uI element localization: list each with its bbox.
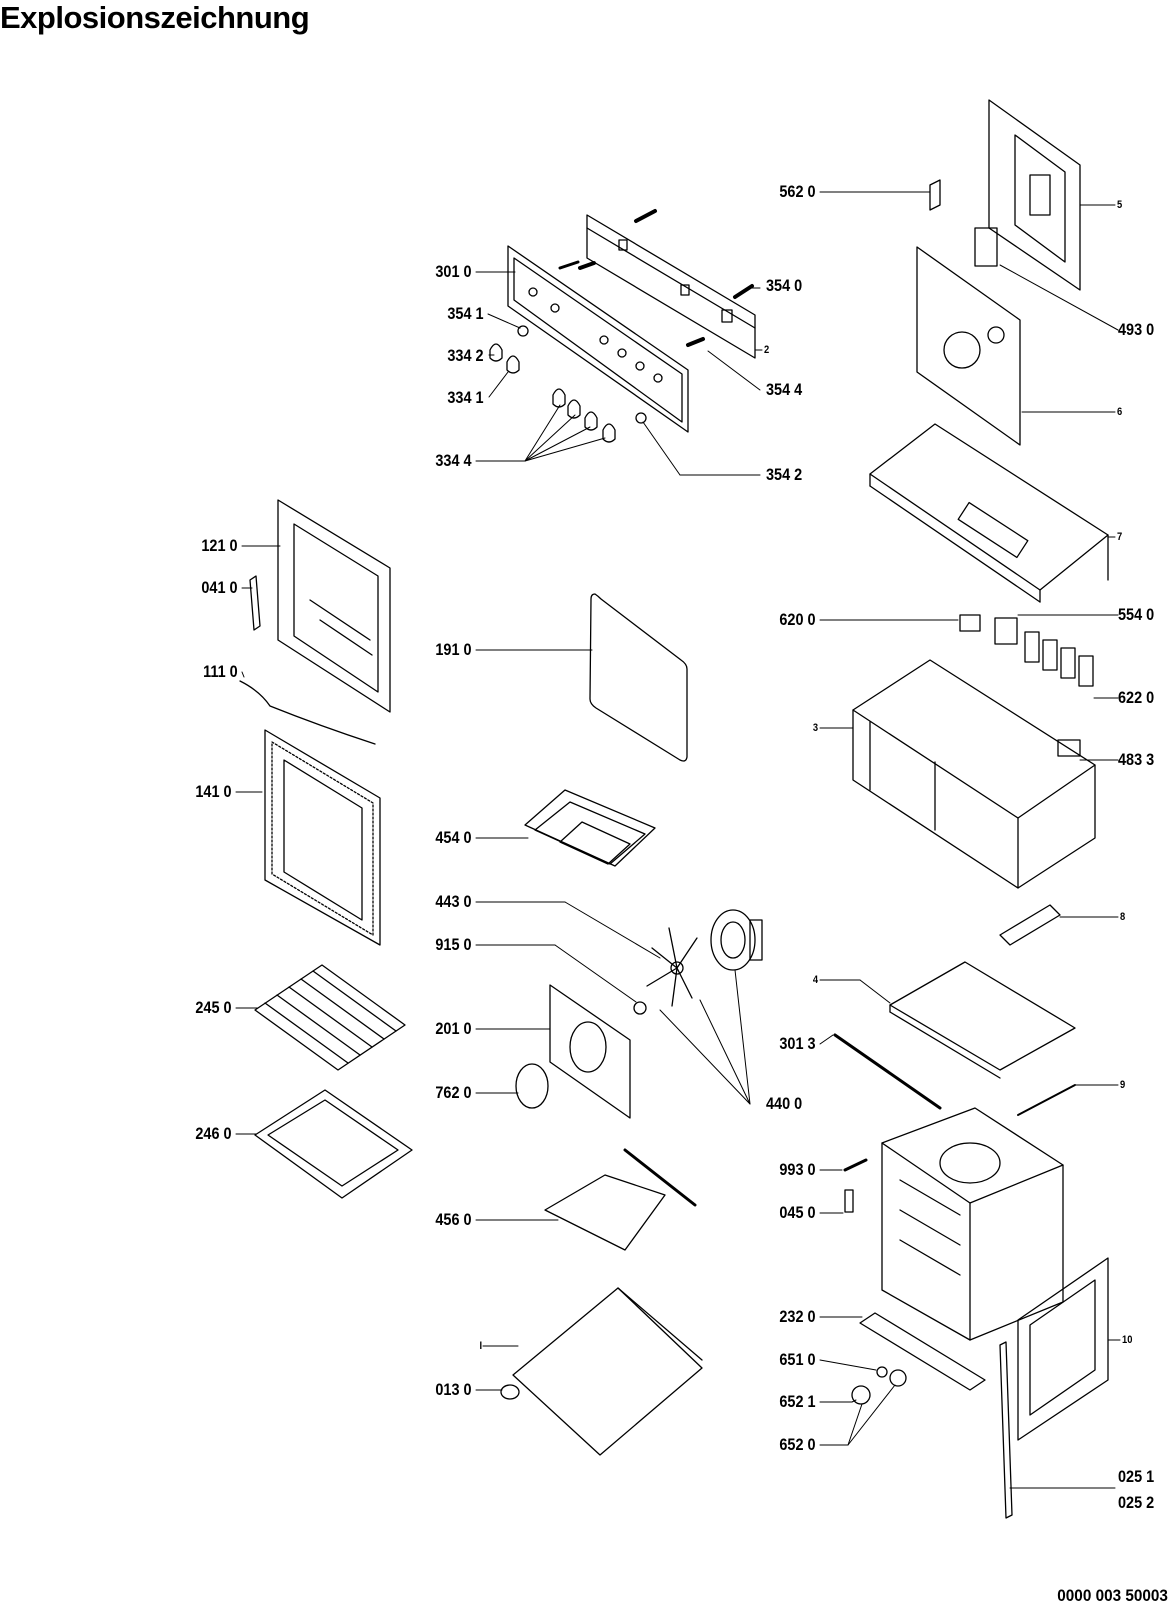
knob-652-1 (852, 1386, 870, 1404)
rear-liner (550, 985, 630, 1118)
bracket-562 (930, 180, 940, 210)
part-label-354-4: 354 4 (766, 380, 803, 399)
part-label-354-0: 354 0 (766, 276, 803, 295)
part-label-301-3: 301 3 (779, 1034, 816, 1053)
fan-motor (711, 910, 762, 970)
leader-lines (236, 192, 1120, 1488)
foot-013 (501, 1385, 519, 1399)
part-label-141-0: 141 0 (195, 782, 232, 801)
strip-232 (860, 1313, 985, 1390)
part-label-232-0: 232 0 (779, 1307, 816, 1326)
part-label-554-0: 554 0 (1118, 605, 1155, 624)
part-label-443-0: 443 0 (435, 892, 472, 911)
callout-9: 9 (1120, 1079, 1126, 1091)
strip-025 (1000, 1342, 1012, 1518)
callout-7: 7 (1117, 531, 1123, 543)
knob-652-0 (890, 1370, 906, 1386)
fan-nut (634, 1002, 646, 1014)
rail-301-3 (835, 1035, 940, 1108)
control-panel-bracket (560, 215, 755, 358)
clip-045 (845, 1190, 853, 1212)
part-label-915-0: 915 0 (435, 935, 472, 954)
part-label-245-0: 245 0 (195, 998, 232, 1017)
callout-2: 2 (764, 344, 770, 356)
part-label-334-4: 334 4 (435, 451, 472, 470)
heating-element (525, 790, 655, 866)
baking-tray (255, 1090, 412, 1198)
door-gasket (590, 594, 687, 761)
part-label-762-0: 762 0 (435, 1083, 472, 1102)
screw-993 (845, 1160, 866, 1170)
door-frame (278, 500, 390, 712)
part-label-111-0: 111 0 (203, 662, 238, 681)
wire-grid (255, 965, 405, 1070)
top-housing-box (853, 660, 1095, 888)
part-label-456-0: 456 0 (435, 1210, 472, 1229)
part-label-121-0: 121 0 (201, 536, 238, 555)
outer-door-glass (265, 730, 380, 945)
part-label-562-0: 562 0 (779, 182, 816, 201)
part-label-440-0: 440 0 (766, 1094, 803, 1113)
rod-9 (1018, 1085, 1075, 1115)
part-label-493-0: 493 0 (1118, 320, 1155, 339)
part-label-025-1: 025 1 (1118, 1467, 1155, 1486)
part-label-334-1: 334 1 (447, 388, 484, 407)
part-label-041-0: 041 0 (201, 578, 238, 597)
rear-panel (989, 100, 1080, 290)
callout-8: 8 (1120, 911, 1126, 923)
callout-6: 6 (1117, 406, 1123, 418)
knob-651 (877, 1367, 887, 1377)
fan-blade (647, 928, 697, 1006)
part-label-045-0: 045 0 (779, 1203, 816, 1222)
door-rod (240, 681, 375, 744)
callout-I: I (479, 1340, 482, 1352)
callout-5: 5 (1117, 199, 1123, 211)
door-hinge (250, 576, 260, 630)
part-label-354-2: 354 2 (766, 465, 803, 484)
axle-pins (580, 211, 752, 345)
part-label-622-0: 622 0 (1118, 688, 1155, 707)
part-label-652-0: 652 0 (779, 1435, 816, 1454)
fan-shroud-plate (917, 228, 1020, 445)
part-label-993-0: 993 0 (779, 1160, 816, 1179)
part-label-025-2: 025 2 (1118, 1493, 1155, 1512)
part-label-620-0: 620 0 (779, 610, 816, 629)
side-panel-10 (1018, 1258, 1108, 1440)
part-label-246-0: 246 0 (195, 1124, 232, 1143)
oven-cavity (882, 1108, 1063, 1340)
rotisserie-rack (545, 1150, 695, 1250)
document-number: 0000 003 50003 (1057, 1586, 1168, 1605)
part-label-652-1: 652 1 (779, 1392, 816, 1411)
part-label-483-3: 483 3 (1118, 750, 1155, 769)
part-label-201-0: 201 0 (435, 1019, 472, 1038)
switch-assembly (960, 615, 1093, 756)
control-panel-frame (508, 246, 688, 432)
part-label-354-1: 354 1 (447, 304, 484, 323)
part-label-301-0: 301 0 (435, 262, 472, 281)
part-label-454-0: 454 0 (435, 828, 472, 847)
part-label-334-2: 334 2 (447, 346, 484, 365)
callout-10: 10 (1122, 1334, 1133, 1346)
plate-4 (890, 962, 1075, 1078)
control-knobs (490, 326, 646, 442)
callout-4: 4 (812, 974, 818, 986)
part-label-013-0: 013 0 (435, 1380, 472, 1399)
part-label-651-0: 651 0 (779, 1350, 816, 1369)
cover-disc (516, 1064, 548, 1108)
callout-3: 3 (812, 722, 818, 734)
top-cover (870, 424, 1108, 602)
floor-plate (513, 1288, 702, 1455)
shelf-8 (1000, 905, 1060, 945)
page-title: Explosionszeichnung (0, 0, 310, 35)
part-label-191-0: 191 0 (435, 640, 472, 659)
